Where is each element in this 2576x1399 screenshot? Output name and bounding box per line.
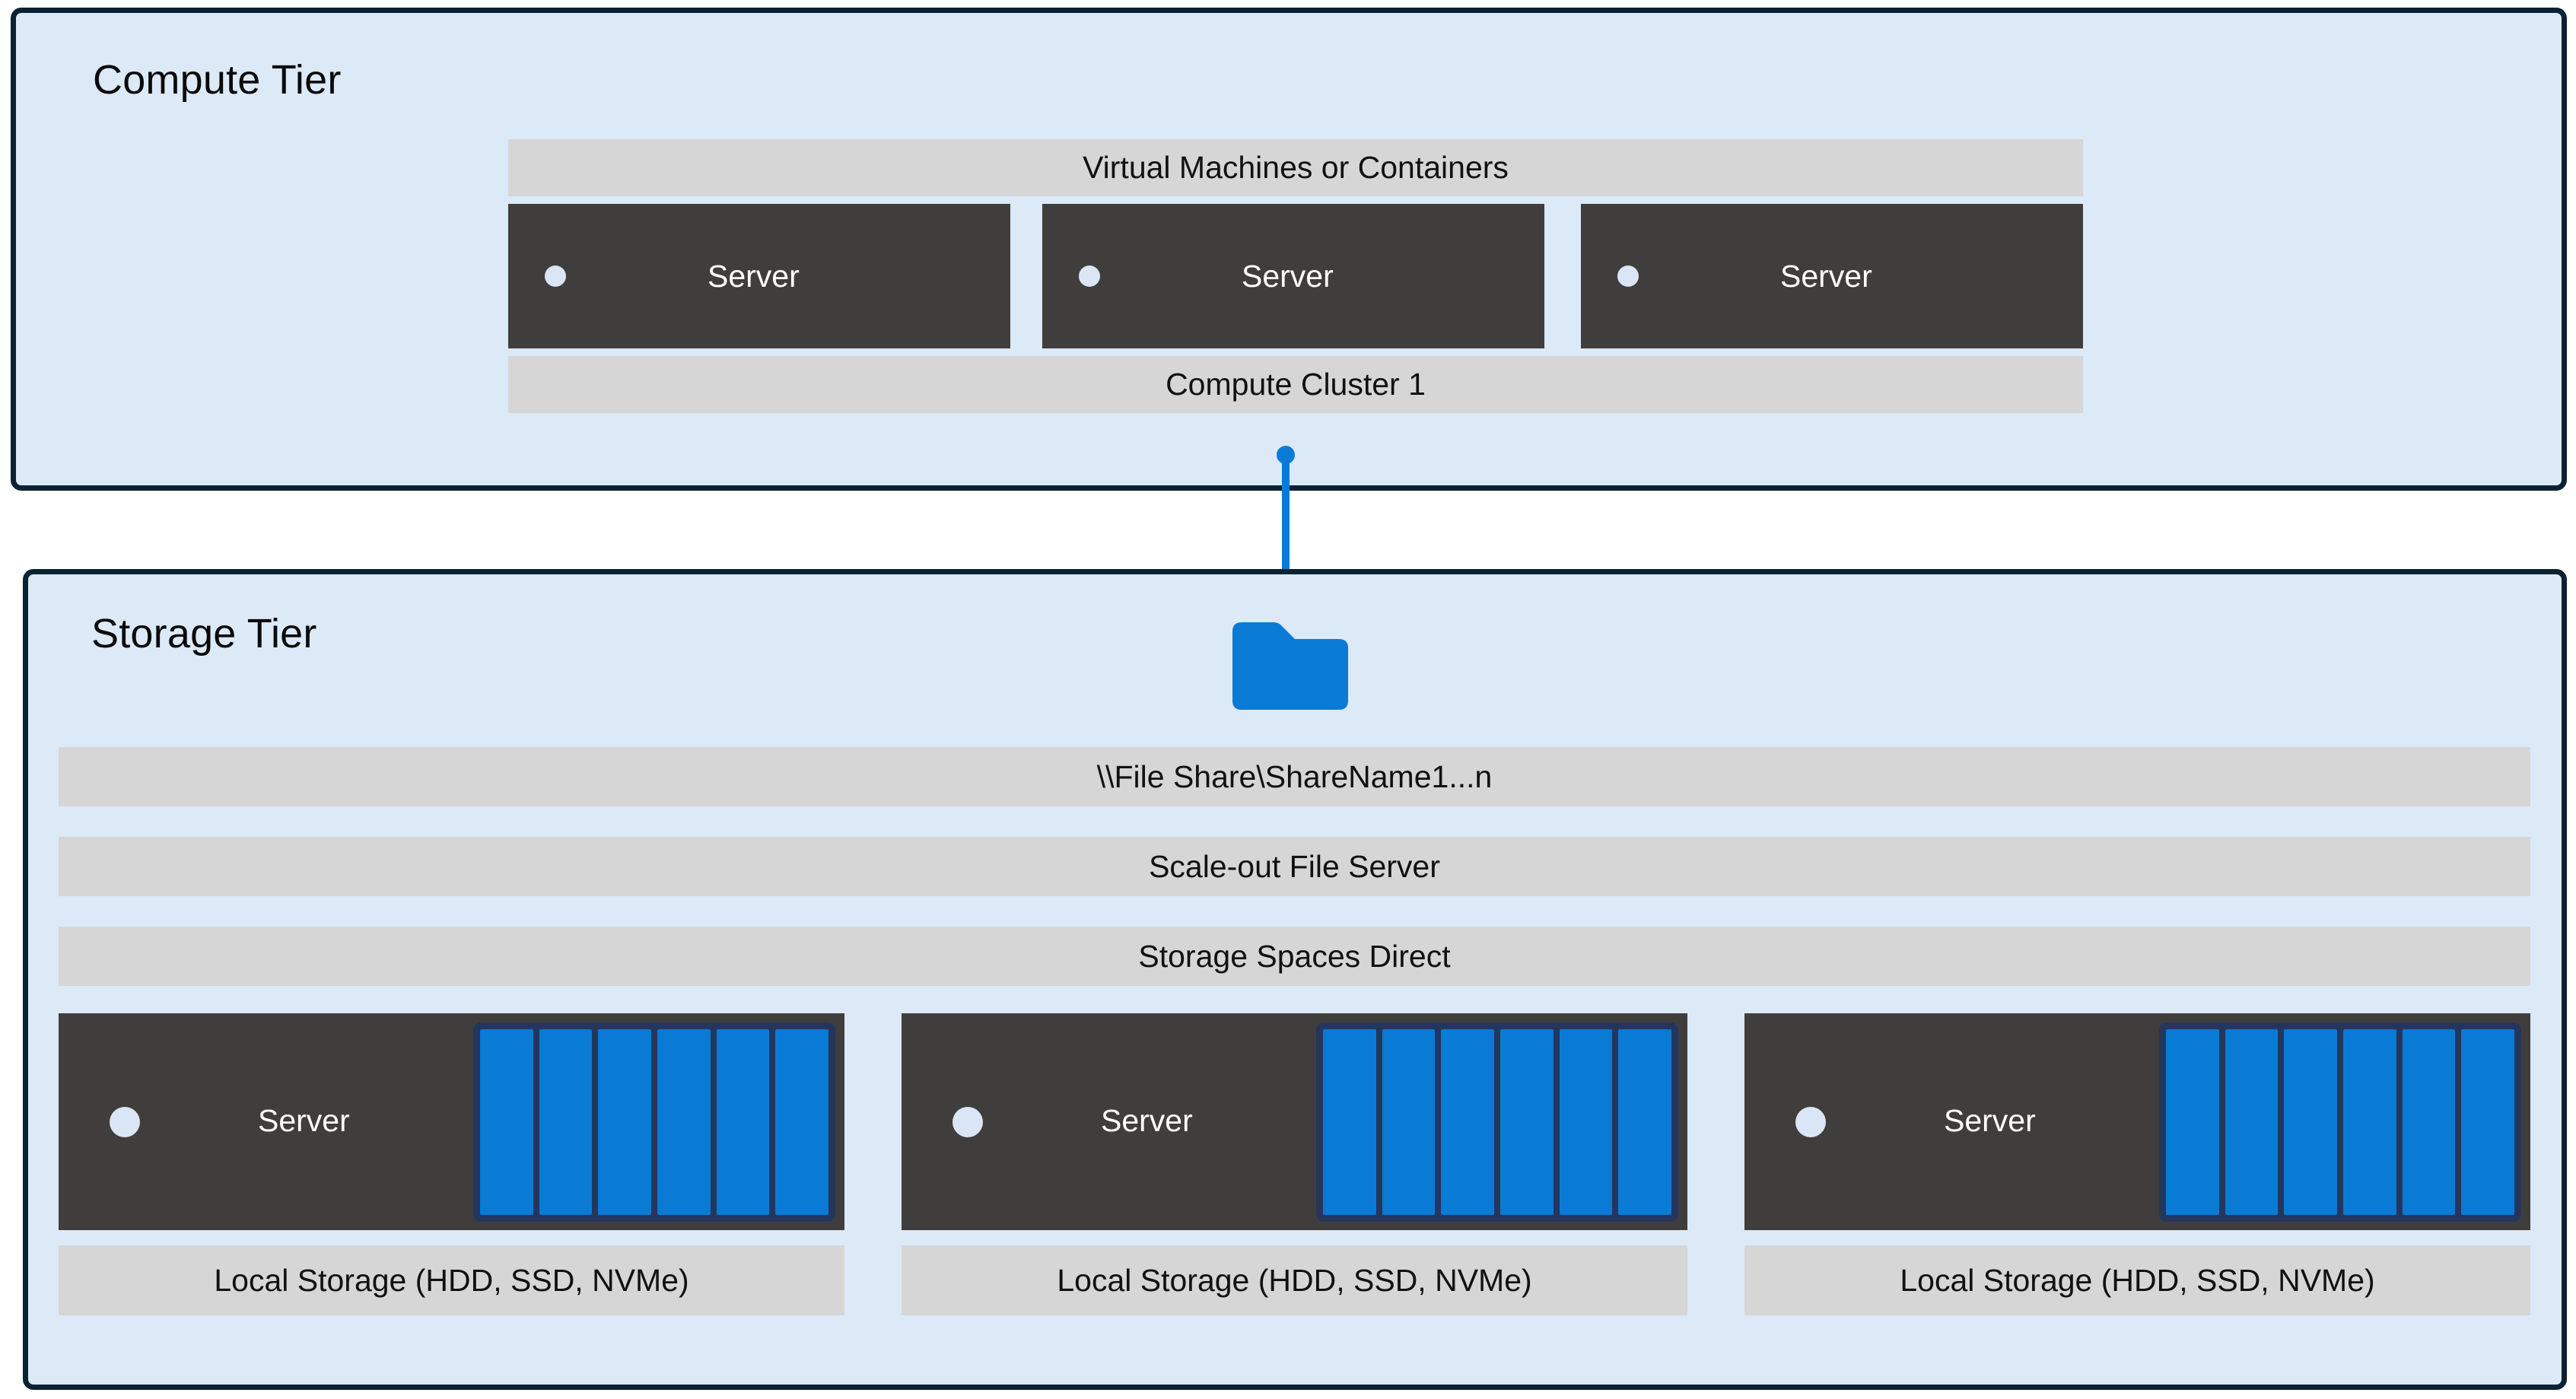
compute-server-1[interactable]: Server bbox=[508, 204, 1010, 348]
compute-cluster-band-label: Compute Cluster 1 bbox=[1166, 367, 1426, 402]
disk-bay bbox=[2402, 1029, 2456, 1215]
disk-bay bbox=[1323, 1029, 1376, 1215]
disk-bay bbox=[1618, 1029, 1672, 1215]
disk-bay bbox=[2166, 1029, 2219, 1215]
disk-pack bbox=[473, 1022, 835, 1222]
disk-bay bbox=[775, 1029, 829, 1215]
local-storage-band-2: Local Storage (HDD, SSD, NVMe) bbox=[902, 1245, 1687, 1315]
storage-server-3[interactable]: Server bbox=[1744, 1013, 2530, 1230]
storage-server-3-label: Server bbox=[1944, 1103, 2036, 1138]
compute-server-3[interactable]: Server bbox=[1581, 204, 2083, 348]
status-led-icon bbox=[952, 1107, 983, 1137]
disk-pack bbox=[2159, 1022, 2521, 1222]
storage-server-1[interactable]: Server bbox=[59, 1013, 844, 1230]
storage-server-1-label: Server bbox=[258, 1103, 350, 1138]
storage-spaces-direct-band-label: Storage Spaces Direct bbox=[1138, 938, 1451, 974]
local-storage-band-2-label: Local Storage (HDD, SSD, NVMe) bbox=[1057, 1262, 1532, 1298]
status-led-icon bbox=[1617, 265, 1639, 287]
local-storage-band-1-label: Local Storage (HDD, SSD, NVMe) bbox=[214, 1262, 689, 1298]
storage-server-2[interactable]: Server bbox=[902, 1013, 1687, 1230]
compute-server-1-label: Server bbox=[708, 259, 800, 294]
scale-out-file-server-band-label: Scale-out File Server bbox=[1149, 848, 1440, 884]
disk-bay bbox=[598, 1029, 652, 1215]
compute-tier-title: Compute Tier bbox=[93, 57, 342, 103]
connector-line bbox=[1282, 453, 1290, 615]
status-led-icon bbox=[110, 1107, 140, 1137]
compute-server-2-label: Server bbox=[1242, 259, 1334, 294]
compute-server-3-label: Server bbox=[1780, 259, 1872, 294]
disk-bay bbox=[539, 1029, 593, 1215]
disk-bay bbox=[2284, 1029, 2338, 1215]
storage-tier-title: Storage Tier bbox=[91, 611, 317, 657]
virtual-machines-band: Virtual Machines or Containers bbox=[508, 139, 2083, 196]
disk-bay bbox=[1559, 1029, 1613, 1215]
file-share-band-label: \\File Share\ShareName1...n bbox=[1096, 758, 1493, 794]
file-share-band: \\File Share\ShareName1...n bbox=[59, 747, 2530, 806]
scale-out-file-server-band: Scale-out File Server bbox=[59, 837, 2530, 896]
disk-bay bbox=[657, 1029, 711, 1215]
disk-bay bbox=[1382, 1029, 1436, 1215]
virtual-machines-band-label: Virtual Machines or Containers bbox=[1083, 150, 1509, 185]
compute-cluster-band: Compute Cluster 1 bbox=[508, 356, 2083, 413]
local-storage-band-3: Local Storage (HDD, SSD, NVMe) bbox=[1744, 1245, 2530, 1315]
local-storage-band-1: Local Storage (HDD, SSD, NVMe) bbox=[59, 1245, 844, 1315]
status-led-icon bbox=[545, 265, 566, 287]
disk-pack bbox=[1316, 1022, 1678, 1222]
disk-bay bbox=[1500, 1029, 1554, 1215]
disk-bay bbox=[2225, 1029, 2279, 1215]
storage-server-2-label: Server bbox=[1101, 1103, 1193, 1138]
compute-server-2[interactable]: Server bbox=[1042, 204, 1544, 348]
local-storage-band-3-label: Local Storage (HDD, SSD, NVMe) bbox=[1900, 1262, 2375, 1298]
disk-bay bbox=[480, 1029, 533, 1215]
status-led-icon bbox=[1079, 265, 1100, 287]
disk-bay bbox=[2343, 1029, 2396, 1215]
status-led-icon bbox=[1795, 1107, 1826, 1137]
storage-spaces-direct-band: Storage Spaces Direct bbox=[59, 927, 2530, 986]
disk-bay bbox=[2461, 1029, 2515, 1215]
folder-icon bbox=[1225, 615, 1356, 717]
disk-bay bbox=[1441, 1029, 1495, 1215]
disk-bay bbox=[716, 1029, 770, 1215]
